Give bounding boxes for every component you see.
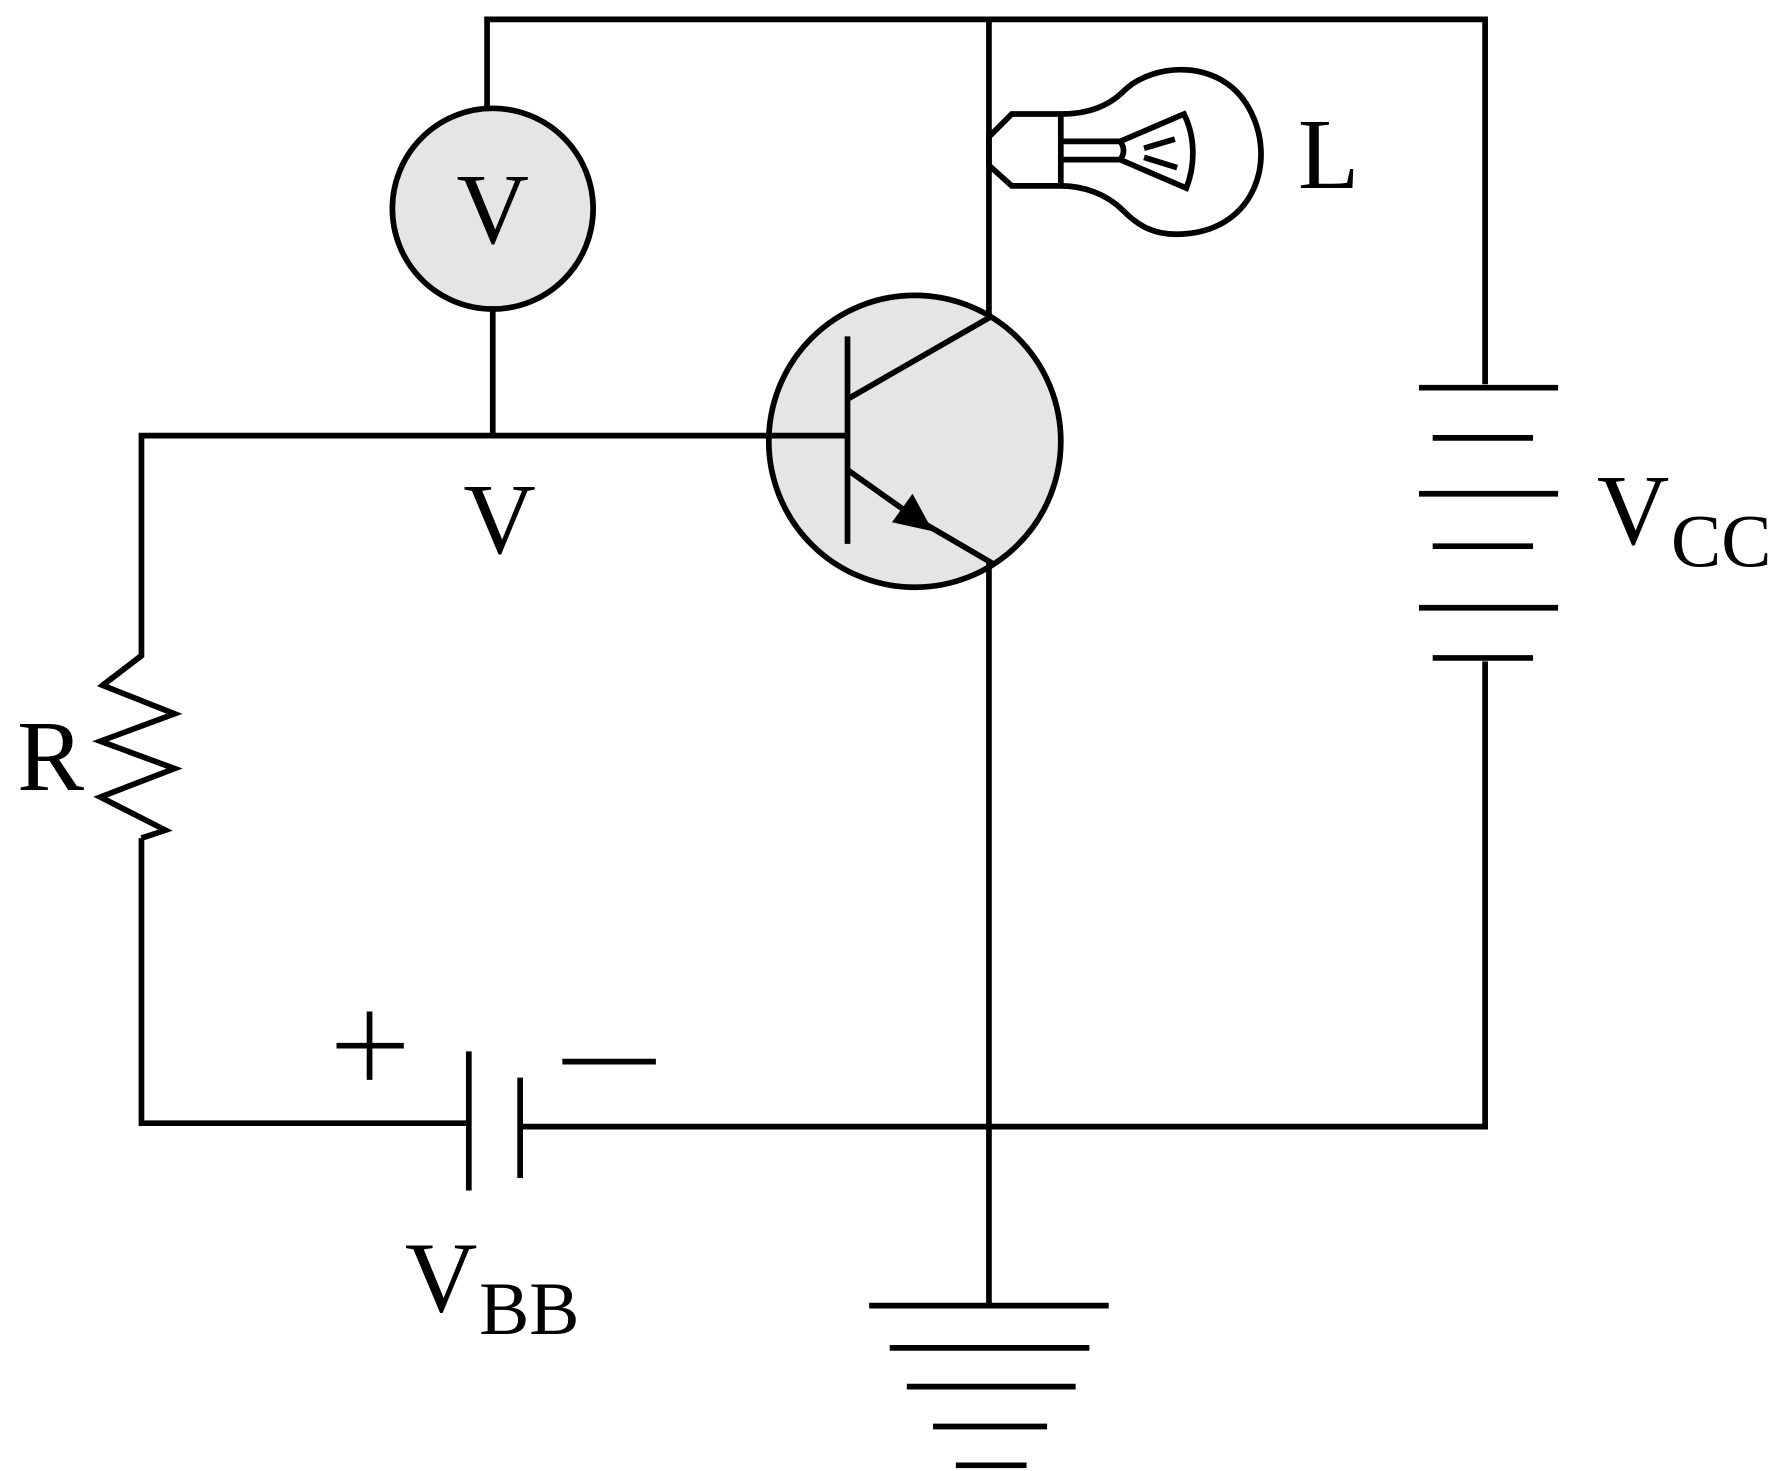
wire-left xyxy=(138,838,468,1127)
emitter-arrow-icon xyxy=(891,493,934,532)
vcc-battery-icon xyxy=(1418,384,1559,661)
plus-sign-icon xyxy=(336,1011,404,1080)
transistor-npn xyxy=(765,292,1064,591)
vcc-label-sub: CC xyxy=(1671,501,1768,584)
vbb-label-sub: BB xyxy=(479,1268,579,1351)
vbb-battery-icon xyxy=(465,1051,523,1191)
wire-bottom xyxy=(520,661,1488,1130)
vbb-label-main: V xyxy=(405,1222,477,1333)
vcc-label-main: V xyxy=(1597,455,1669,566)
voltmeter: V xyxy=(389,105,596,312)
base-voltage-label: V xyxy=(463,464,535,575)
lamp-icon xyxy=(986,66,1264,238)
ground-icon xyxy=(869,1302,1109,1469)
transistor-collector xyxy=(846,313,994,402)
resistor-icon xyxy=(92,653,183,841)
transistor-body xyxy=(765,292,1064,591)
resistor-label: R xyxy=(17,701,84,812)
voltmeter-symbol: V xyxy=(457,154,529,265)
lamp-label: L xyxy=(1298,99,1359,210)
